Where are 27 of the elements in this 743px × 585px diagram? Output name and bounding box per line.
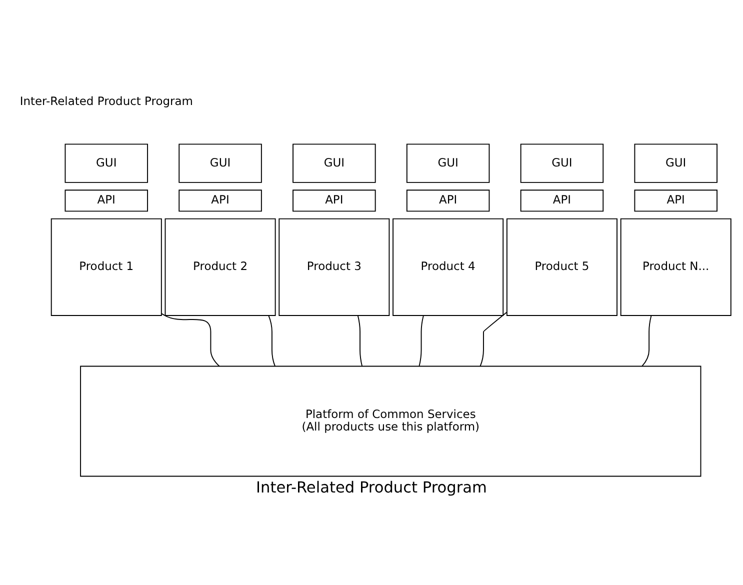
- node-box: API: [520, 189, 604, 212]
- diagram-title: Inter-Related Product Program: [20, 94, 193, 108]
- node-box: API: [178, 189, 262, 212]
- node-box: GUI: [520, 143, 604, 182]
- node-box: API: [634, 189, 718, 212]
- node-box: API: [292, 189, 376, 212]
- connector: [357, 314, 362, 366]
- node-box: Product N...: [620, 218, 732, 316]
- connector: [642, 314, 652, 366]
- node-box: Platform of Common Services (All products use this platform): [80, 365, 702, 476]
- node-box: GUI: [292, 143, 376, 182]
- node-box: Product 5: [506, 218, 618, 316]
- connector: [480, 311, 508, 366]
- node-box: Product 2: [164, 218, 276, 316]
- connector: [418, 314, 424, 366]
- connector: [161, 312, 220, 366]
- node-box: GUI: [178, 143, 262, 182]
- node-box: GUI: [634, 143, 718, 182]
- node-box: API: [406, 189, 490, 212]
- caption: Inter-Related Product Program: [256, 478, 487, 496]
- connector: [268, 314, 276, 366]
- node-box: GUI: [64, 143, 148, 182]
- node-box: API: [64, 189, 148, 212]
- node-box: Product 3: [278, 218, 390, 316]
- node-box: Product 1: [50, 218, 162, 316]
- node-box: Product 4: [392, 218, 504, 316]
- node-box: GUI: [406, 143, 490, 182]
